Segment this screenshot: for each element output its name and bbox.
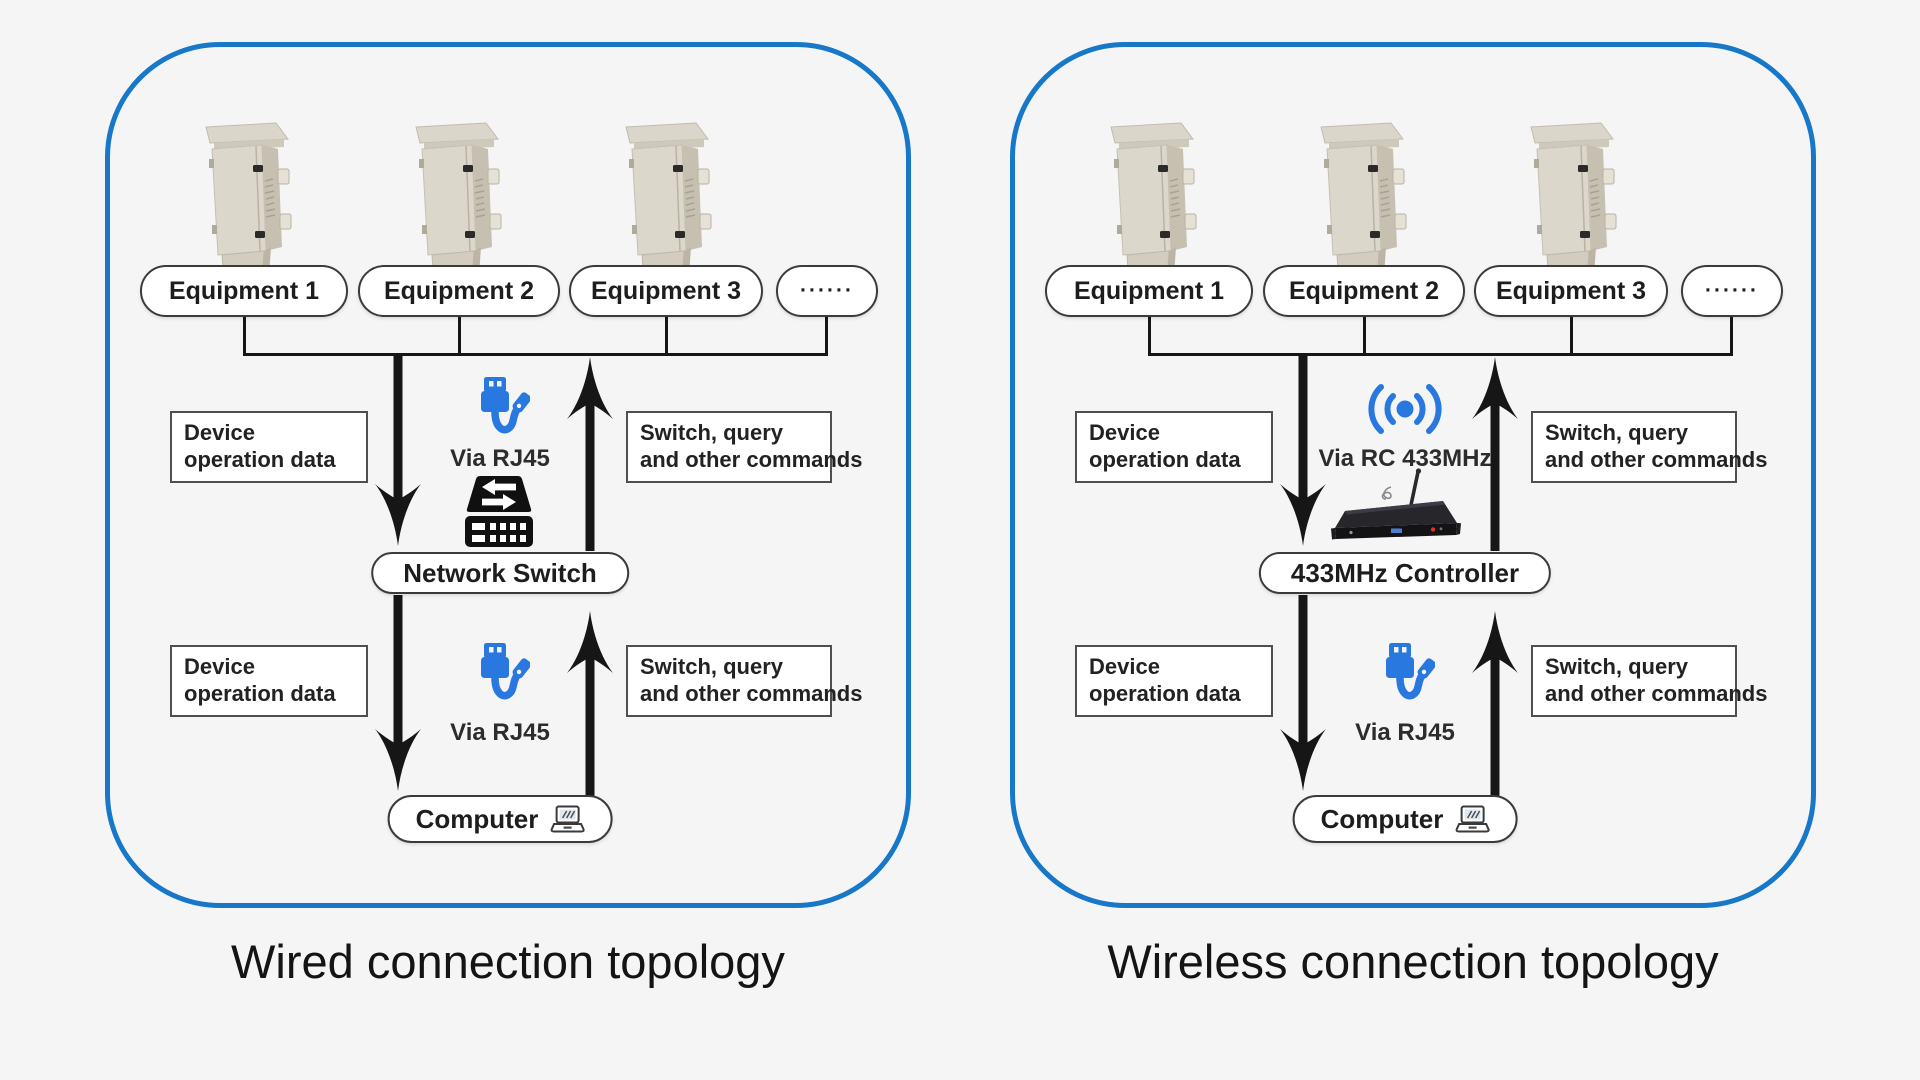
computer-label: Computer — [1320, 803, 1444, 834]
command-box-line1: Switch, query — [1545, 654, 1689, 680]
device-operation-data-box: Device operation data — [1075, 411, 1273, 483]
usb-cable-icon — [472, 375, 530, 441]
via-rj45-label: Via RJ45 — [450, 445, 550, 472]
device-box-line2: operation data — [184, 447, 336, 472]
via-rj45-label: Via RJ45 — [1355, 719, 1455, 746]
equipment-3-pill: Equipment 3 — [569, 265, 763, 317]
via-rc-433mhz-label: Via RC 433MHz — [1318, 445, 1492, 472]
433mhz-controller-pill: 433MHz Controller — [1258, 552, 1552, 594]
bus-stub — [458, 317, 461, 355]
computer-pill: Computer — [1292, 795, 1518, 843]
device-box-line1: Device — [1089, 420, 1160, 446]
wireless-topology-panel: Equipment 1 Equipment 2 Equipment 3 ····… — [1010, 42, 1816, 908]
bus-stub — [665, 317, 668, 355]
equipment-1-pill: Equipment 1 — [1045, 265, 1253, 317]
bus-stub — [825, 317, 828, 355]
switch-query-commands-box: Switch, query and other commands — [626, 411, 863, 483]
device-box-line1: Device — [184, 420, 255, 446]
equipment-2-pill: Equipment 2 — [1263, 265, 1465, 317]
command-box-line2: and other commands — [1545, 681, 1768, 706]
equipment-cabinet-image — [1110, 122, 1197, 284]
switch-query-commands-box: Switch, query and other commands — [626, 645, 863, 717]
command-box-line2: and other commands — [640, 681, 863, 706]
command-box-line2: and other commands — [1545, 447, 1768, 472]
bus-stub — [1730, 317, 1733, 355]
network-switch-label: Network Switch — [403, 557, 597, 588]
equipment-3-label: Equipment 3 — [1495, 276, 1646, 305]
equipment-cabinet-image — [1530, 122, 1617, 284]
usb-cable-icon — [472, 641, 530, 707]
device-operation-data-box: Device operation data — [1075, 645, 1273, 717]
equipment-more-label: ······ — [800, 279, 854, 302]
wireless-topology-caption: Wireless connection topology — [1107, 935, 1719, 988]
bus-stub — [1363, 317, 1366, 355]
433mhz-controller-image — [1329, 467, 1463, 542]
equipment-2-label: Equipment 2 — [383, 276, 534, 305]
equipment-cabinet-image — [415, 122, 502, 284]
laptop-icon — [1455, 805, 1490, 833]
wired-topology-caption: Wired connection topology — [231, 935, 785, 988]
device-box-line2: operation data — [1089, 447, 1241, 472]
up-arrow — [567, 611, 613, 799]
switch-query-commands-box: Switch, query and other commands — [1531, 411, 1768, 483]
bus-stub — [243, 317, 246, 355]
equipment-cabinet-image — [1320, 122, 1407, 284]
command-box-line1: Switch, query — [640, 420, 784, 446]
bus-stub — [1570, 317, 1573, 355]
equipment-1-label: Equipment 1 — [168, 276, 319, 305]
computer-pill: Computer — [387, 795, 613, 843]
equipment-cabinet-image — [205, 122, 292, 284]
device-box-line1: Device — [1089, 654, 1160, 680]
equipment-more-pill: ······ — [1681, 265, 1783, 317]
command-box-line1: Switch, query — [1545, 420, 1689, 446]
equipment-1-pill: Equipment 1 — [140, 265, 348, 317]
equipment-1-label: Equipment 1 — [1073, 276, 1224, 305]
equipment-more-pill: ······ — [776, 265, 878, 317]
network-switch-icon — [465, 476, 533, 547]
command-box-line2: and other commands — [640, 447, 863, 472]
device-box-line1: Device — [184, 654, 255, 680]
equipment-2-label: Equipment 2 — [1288, 276, 1439, 305]
bus-stub — [1148, 317, 1151, 355]
device-box-line2: operation data — [184, 681, 336, 706]
bus-line — [243, 353, 828, 356]
equipment-3-label: Equipment 3 — [590, 276, 741, 305]
usb-cable-icon — [1377, 641, 1435, 707]
wired-topology-panel: Equipment 1 Equipment 2 Equipment 3 ····… — [105, 42, 911, 908]
network-switch-pill: Network Switch — [371, 552, 629, 594]
down-arrow — [375, 595, 421, 791]
up-arrow — [1472, 611, 1518, 799]
equipment-3-pill: Equipment 3 — [1474, 265, 1668, 317]
equipment-more-label: ······ — [1705, 279, 1759, 302]
command-box-line1: Switch, query — [640, 654, 784, 680]
equipment-cabinet-image — [625, 122, 712, 284]
device-box-line2: operation data — [1089, 681, 1241, 706]
device-operation-data-box: Device operation data — [170, 645, 368, 717]
down-arrow — [1280, 595, 1326, 791]
device-operation-data-box: Device operation data — [170, 411, 368, 483]
computer-label: Computer — [415, 803, 539, 834]
rf-signal-icon — [1363, 381, 1447, 437]
equipment-2-pill: Equipment 2 — [358, 265, 560, 317]
433mhz-controller-label: 433MHz Controller — [1290, 557, 1520, 588]
laptop-icon — [550, 805, 585, 833]
bus-line — [1148, 353, 1733, 356]
switch-query-commands-box: Switch, query and other commands — [1531, 645, 1768, 717]
via-rj45-label: Via RJ45 — [450, 719, 550, 746]
